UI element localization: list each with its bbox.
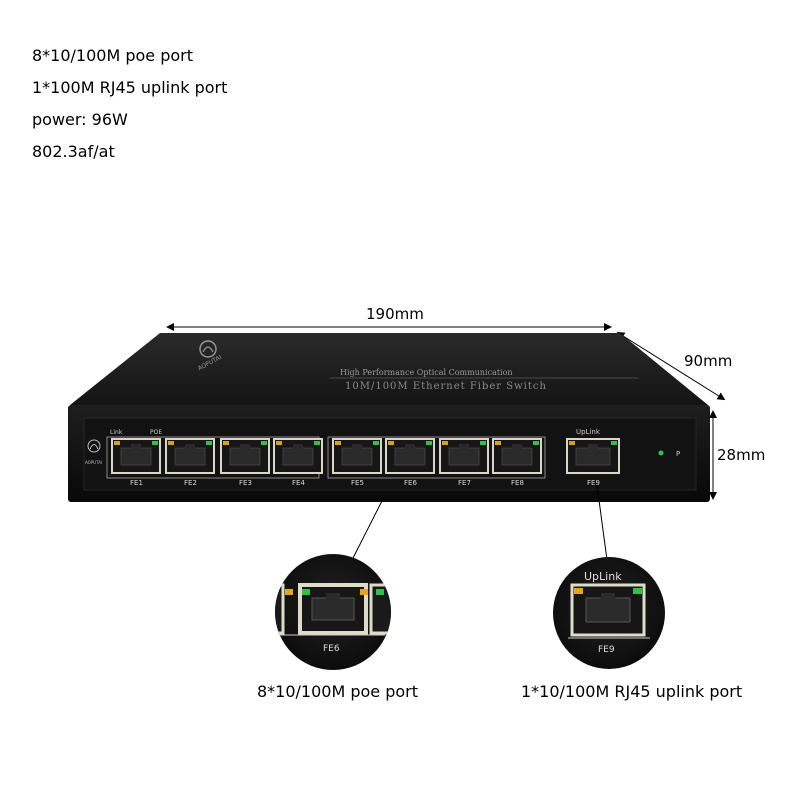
zoom-port-label-fe9: FE9 [598,645,615,655]
port-label-fe9: FE9 [587,479,600,487]
rj45-port-fe3: FE3 [220,438,270,487]
spec-list: 8*10/100M poe port 1*100M RJ45 uplink po… [32,40,227,168]
chassis-top [70,333,708,405]
port-label-fe6: FE6 [404,479,417,487]
rj45-port-fe6: FE6 [385,438,435,487]
rj45-port-fe9: FE9 [566,438,620,487]
port-label-fe8: FE8 [511,479,524,487]
port-label-fe1: FE1 [130,479,143,487]
rj45-port-fe4: FE4 [273,438,323,487]
rj45-port-fe8: FE8 [492,438,542,487]
led-label-link: Link [110,429,123,436]
port-label-fe5: FE5 [351,479,364,487]
rj45-ports: FE1 FE2 FE3 FE4 FE5 FE6 FE7 FE8 FE9 [111,438,620,487]
spec-poe-ports: 8*10/100M poe port [32,46,194,65]
port-label-fe7: FE7 [458,479,471,487]
zoom-callout-poe-port: FE6 [275,554,391,670]
height-dimension-label: 28mm [717,446,766,464]
caption-poe-port: 8*10/100M poe port [257,682,419,701]
rj45-port-fe2: FE2 [165,438,215,487]
zoom-port-label-fe6: FE6 [323,644,340,654]
port-label-fe2: FE2 [184,479,197,487]
port-label-fe4: FE4 [292,479,305,487]
port-label-fe3: FE3 [239,479,252,487]
rj45-port-fe1: FE1 [111,438,161,487]
spec-power: power: 96W [32,110,128,129]
depth-dimension-label: 90mm [684,352,733,370]
zoom-uplink-label: UpLink [584,570,622,583]
uplink-label: UpLink [576,428,601,436]
top-caption-1: High Performance Optical Communication [340,368,513,377]
spec-standard: 802.3af/at [32,142,115,161]
rj45-port-fe5: FE5 [332,438,382,487]
leader-line-fe6 [351,496,385,561]
power-led-label: P [676,450,680,458]
led-label-poe: POE [150,429,162,436]
zoom-callout-uplink-port: UpLink FE9 [553,557,665,669]
front-brand-logo: AOPUTAI [85,439,102,465]
top-caption-2: 10M/100M Ethernet Fiber Switch [345,381,547,392]
brand-logo [199,340,217,358]
depth-dimension-line [616,331,726,401]
leader-line-fe9 [596,484,608,561]
width-dimension-label: 190mm [366,305,424,323]
power-led [658,450,664,456]
caption-uplink-port: 1*10/100M RJ45 uplink port [521,682,743,701]
front-brand-name: AOPUTAI [85,460,102,465]
rj45-port-fe7: FE7 [439,438,489,487]
spec-uplink-port: 1*100M RJ45 uplink port [32,78,228,97]
